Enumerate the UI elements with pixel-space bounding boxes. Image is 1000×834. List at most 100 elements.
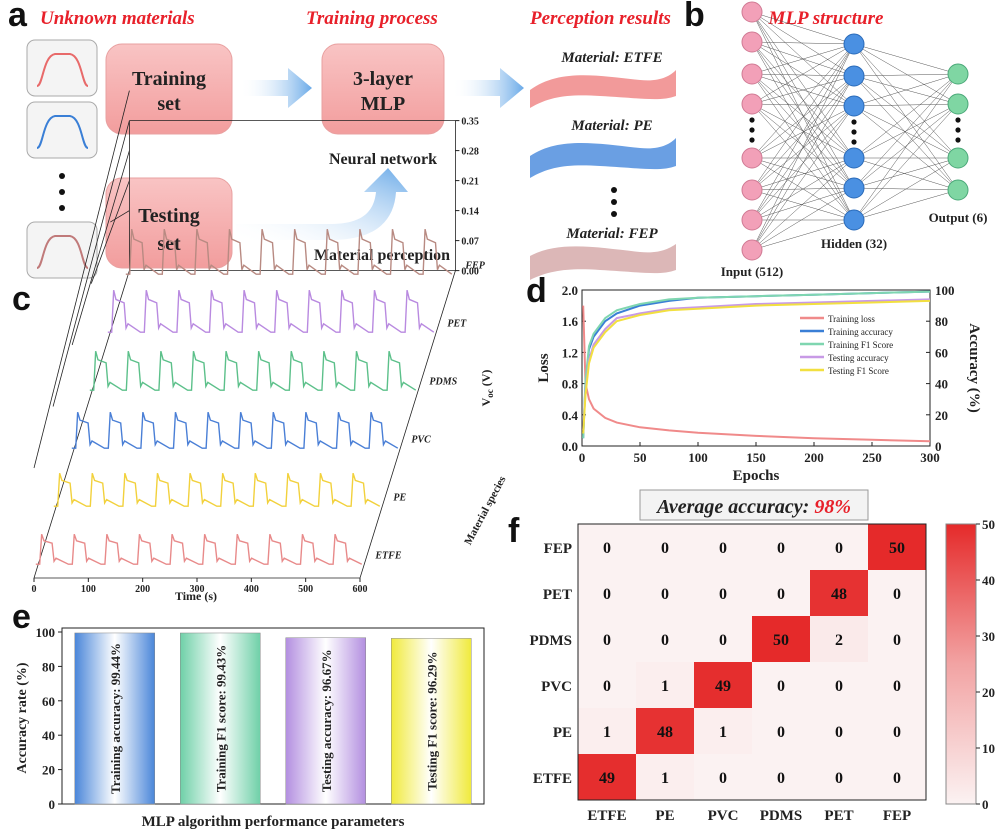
row-label: PET: [543, 587, 572, 603]
input-node: [741, 209, 763, 231]
mlp-edge: [853, 43, 959, 159]
cell-value: 0: [835, 540, 843, 557]
matrix-cell: [868, 754, 926, 800]
y-tick-label: 60: [42, 694, 55, 709]
legend-entry: Testing F1 Score: [828, 366, 889, 376]
x-tick-label: 300: [190, 584, 205, 595]
x-tick-label: 200: [135, 584, 150, 595]
result-fep-label: Material: FEP: [565, 226, 658, 242]
cell-value: 0: [893, 586, 901, 603]
mlp-edge: [853, 73, 959, 77]
cell-value: 50: [773, 632, 789, 649]
mlp-edge: [751, 73, 855, 189]
input-node: [741, 31, 763, 53]
cell-value: 0: [661, 632, 669, 649]
series-line-training-accuracy: [582, 290, 931, 439]
y-tick-label: 1.2: [562, 345, 578, 360]
matrix-cell: [810, 708, 868, 754]
colorbar-tick-label: 0: [982, 797, 989, 812]
mlp-edge: [751, 75, 855, 105]
mlp-edge: [751, 103, 855, 189]
row-label: PVC: [541, 679, 572, 695]
frame-grid-line: [71, 150, 130, 346]
vertical-ellipsis-icon-2: [611, 187, 617, 217]
y-tick-label: 100: [36, 625, 56, 640]
hidden-node: [843, 95, 865, 117]
matrix-cell: [752, 570, 810, 616]
result-etfe-label: Material: ETFE: [560, 50, 662, 66]
matrix-cell: [752, 662, 810, 708]
series-line-training-loss: [582, 305, 931, 443]
mlp-edge: [751, 43, 855, 159]
cell-value: 0: [777, 770, 785, 787]
mlp-edge: [751, 103, 855, 159]
frame-grid-line: [110, 210, 130, 223]
y2-tick-label: 100: [935, 283, 955, 298]
mlp-edge: [751, 105, 855, 251]
waterfall-species-label: Material species: [462, 474, 509, 547]
bar: [74, 632, 155, 805]
y-tick-label: 1.6: [562, 314, 579, 329]
ellipsis-dot: [851, 119, 857, 125]
y2-tick-label: 0: [935, 439, 942, 454]
cell-value: 50: [889, 540, 905, 557]
matrix-cell: [636, 754, 694, 800]
mlp-edge: [853, 75, 959, 159]
x-tick-label: 50: [634, 450, 647, 465]
y-tick-label: 0.8: [562, 377, 579, 392]
mlp-edge: [751, 75, 855, 221]
species-label: PDMS: [429, 377, 457, 388]
matrix-cell: [578, 524, 636, 570]
waterfall-series-etfe: [35, 533, 363, 565]
training-set-line2: set: [157, 93, 181, 115]
bar-label: Training accuracy: 99.44%: [108, 643, 123, 794]
matrix-cell: [636, 570, 694, 616]
waterfall-series-pe: [53, 472, 381, 507]
cell-value: 0: [777, 540, 785, 557]
waterfall-x-label: Time (s): [175, 589, 217, 603]
mlp-edge: [751, 75, 855, 191]
z-tick-label: 0.28: [461, 147, 479, 158]
mlp-edge: [751, 157, 855, 221]
cell-value: 0: [777, 586, 785, 603]
input-node: [741, 1, 763, 23]
y-tick-label: 40: [42, 728, 55, 743]
material-perception-label: Material perception: [314, 247, 450, 264]
mlp-edge: [751, 103, 855, 221]
frame-grid-line: [90, 180, 130, 284]
mlp-edge: [853, 103, 959, 221]
mlp-nodes: [741, 1, 969, 261]
training-set-box: [105, 43, 233, 135]
colorbar-tick-label: 30: [982, 629, 995, 644]
mlp-edge: [751, 73, 855, 107]
mlp-edge: [853, 73, 959, 107]
mlp-edge: [853, 73, 959, 221]
cell-value: 49: [715, 678, 731, 695]
mlp-edge: [853, 103, 959, 159]
matrix-cell: [578, 662, 636, 708]
testing-set-line2: set: [157, 233, 181, 255]
matrix-cell: [578, 570, 636, 616]
x-axis-label: Epochs: [733, 468, 780, 484]
cell-value: 48: [831, 586, 847, 603]
output-node: [947, 179, 969, 201]
colorbar-tick-label: 40: [982, 573, 995, 588]
row-label: ETFE: [533, 771, 572, 787]
frame-back-wall: [129, 120, 456, 271]
y2-tick-label: 60: [935, 345, 948, 360]
x-tick-label: 150: [746, 450, 766, 465]
series-line-testing-accuracy: [582, 298, 931, 431]
cell-value: 48: [657, 724, 673, 741]
matrix-cell: [868, 616, 926, 662]
mlp-edge: [751, 11, 855, 107]
z-tick-label: 0.00: [461, 267, 479, 278]
matrix-cell: [810, 524, 868, 570]
species-label: FEP: [464, 261, 485, 272]
ellipsis-dot: [851, 129, 857, 135]
mlp-edge: [751, 11, 855, 45]
waterfall-series-pdms: [89, 351, 417, 391]
training-set-line1: Training: [132, 68, 206, 90]
